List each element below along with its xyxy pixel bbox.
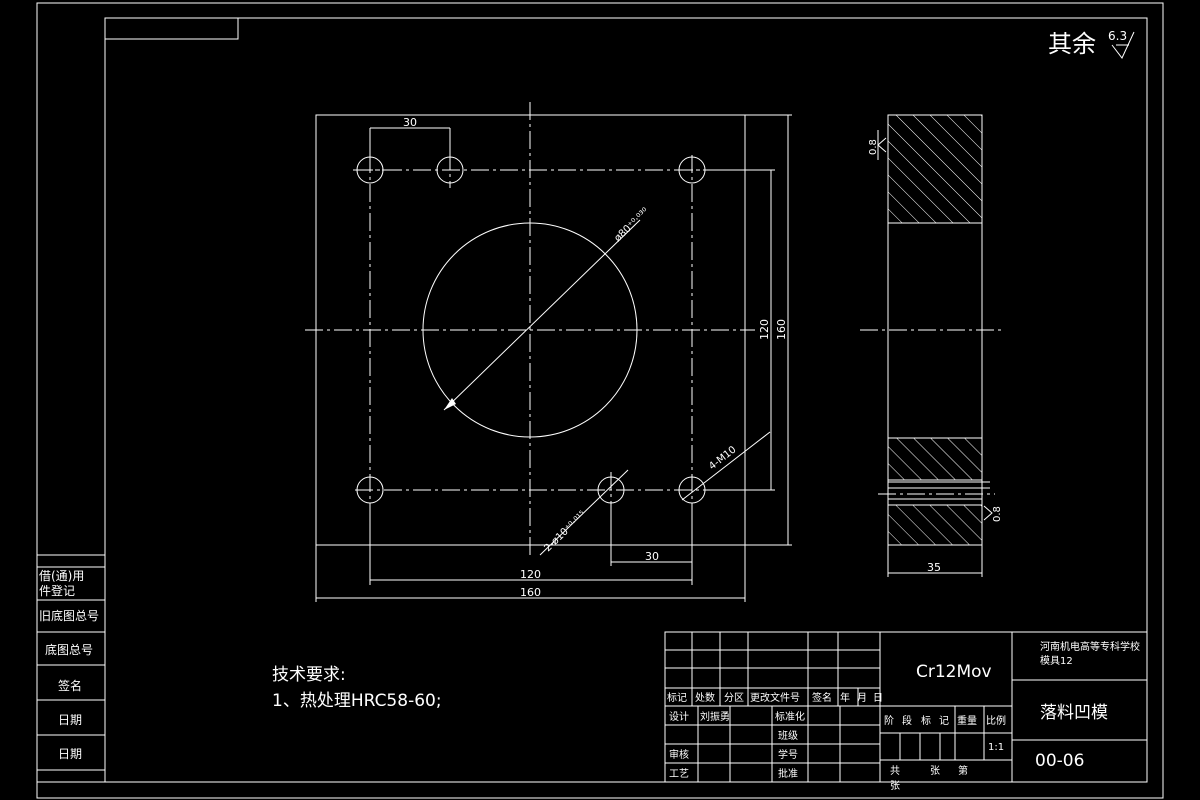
sheet-cell: 共: [890, 765, 900, 777]
header-cell: 分区: [724, 692, 744, 704]
dim-total-width: 160: [520, 586, 541, 599]
title-block: 标记 处数 分区 更改文件号 签名 年 月 日 设计 刘振勇 标准化 班级 审核…: [664, 631, 1148, 792]
design-label: 设计: [669, 710, 689, 723]
side-table-cell: 借(通)用: [39, 569, 84, 583]
stage-cell: 段: [902, 714, 912, 727]
dim-total-height: 160: [775, 319, 788, 340]
hatch-top: [887, 114, 983, 224]
stage-cell: 阶: [884, 714, 894, 727]
part-name: 落料凹模: [1040, 703, 1108, 723]
dim-hole-spacing-top: 30: [403, 116, 417, 129]
dim-hole-spacing-bottom: 30: [645, 550, 659, 563]
outer-border: [36, 2, 1164, 799]
design-name: 刘振勇: [700, 710, 730, 723]
front-view: 30 30 120 160 120 160 ø80⁺⁰·⁰³⁰ 4-M10: [305, 102, 792, 602]
craft-label: 工艺: [669, 768, 689, 780]
scale: 1:1: [988, 742, 1004, 753]
central-bore: [422, 222, 638, 438]
hatch-mid: [887, 437, 983, 481]
stage-cell: 记: [939, 715, 949, 727]
side-table: 借(通)用 件登记 旧底图总号 底图总号 签名 日期 日期: [36, 554, 106, 783]
class-name: 模具12: [1040, 655, 1073, 667]
side-table-cell: 日期: [58, 747, 82, 761]
drawing-number: 00-06: [1035, 751, 1084, 771]
side-table-cell: 底图总号: [45, 642, 93, 657]
roughness-left: 0.8: [868, 139, 879, 155]
side-view: 35 0.8 0.8: [860, 114, 1005, 577]
sheet-cell: 第: [958, 764, 968, 777]
header-cell: 处数: [695, 691, 715, 704]
header-cell: 日: [873, 693, 883, 704]
stage-cell: 标: [921, 715, 931, 727]
roughness-value: 6.3: [1108, 29, 1127, 43]
header-cell: 签名: [812, 691, 832, 704]
side-table-cell: 日期: [58, 713, 82, 727]
material: Cr12Mov: [916, 662, 992, 682]
side-table-cell: 签名: [58, 678, 82, 693]
stage-cell: 比例: [986, 714, 1006, 727]
roughness-symbol-icon: [1111, 31, 1135, 59]
class-label: 班级: [778, 730, 798, 742]
hatch-bottom: [887, 504, 983, 546]
dim-center-height: 120: [758, 319, 771, 340]
dim-center-width: 120: [520, 568, 541, 581]
side-table-cell: 旧底图总号: [39, 608, 99, 623]
roughness-note: 其余 6.3: [1048, 29, 1135, 59]
roughness-text: 其余: [1048, 30, 1096, 58]
stage-cell: 重量: [957, 714, 977, 727]
tech-req-heading: 技术要求:: [272, 665, 346, 685]
roughness-right: 0.8: [992, 506, 1003, 522]
school-name: 河南机电高等专科学校: [1040, 640, 1140, 653]
header-cell: 年: [840, 691, 850, 704]
check-label: 审核: [669, 748, 689, 761]
header-cell: 标记: [667, 692, 687, 704]
tech-req-item-1: 1、热处理HRC58-60;: [272, 691, 442, 711]
sheet-cell: 张: [890, 780, 900, 792]
side-table-cell: 件登记: [39, 583, 75, 598]
stuno-label: 学号: [778, 748, 798, 761]
header-cell: 更改文件号: [750, 691, 800, 704]
dim-thickness: 35: [927, 561, 941, 574]
dim-pin: 2-ø10⁺⁰·⁰¹⁵: [542, 509, 588, 554]
approve-label: 批准: [778, 767, 798, 780]
corner-box: [104, 17, 239, 40]
std-label: 标准化: [775, 710, 805, 723]
inner-frame: [104, 17, 1148, 783]
sheet-cell: 张: [930, 765, 940, 777]
dim-bore: ø80⁺⁰·⁰³⁰: [612, 206, 651, 244]
header-cell: 月: [857, 692, 867, 704]
